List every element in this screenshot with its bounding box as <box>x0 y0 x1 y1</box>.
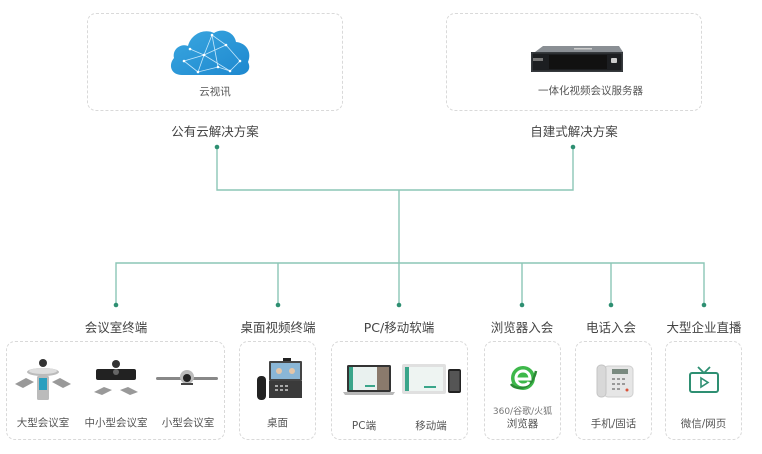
label-phone: 手机/固话 <box>590 418 637 430</box>
node-dot <box>608 302 614 308</box>
connector-bottom <box>115 262 705 305</box>
browser-join-box <box>484 341 561 440</box>
node-dot <box>396 302 402 308</box>
node-dot <box>570 144 576 150</box>
node-dot <box>701 302 707 308</box>
node-dot <box>113 302 119 308</box>
private-server-box <box>446 13 702 111</box>
laptop-icon <box>343 365 395 395</box>
category-title-phone: 电话入会 <box>585 320 636 335</box>
category-title-desktop: 桌面视频终端 <box>240 320 316 335</box>
tablet-phone-icon <box>402 364 461 394</box>
node-dot <box>519 302 525 308</box>
tv-live-icon <box>689 366 719 393</box>
label-large-room: 大型会议室 <box>16 417 70 429</box>
desktop-terminal-box <box>239 341 316 440</box>
label-small-room: 小型会议室 <box>161 417 215 429</box>
label-live: 微信/网页 <box>680 418 727 430</box>
public-cloud-caption: 云视讯 <box>199 86 231 98</box>
private-server-title: 自建式解决方案 <box>530 124 618 139</box>
telephone-icon <box>596 364 634 398</box>
public-cloud-box <box>87 13 343 111</box>
phone-join-box <box>575 341 652 440</box>
label-mid-room: 中小型会议室 <box>84 417 148 429</box>
large-room-system-icon <box>15 359 71 400</box>
node-dot <box>275 302 281 308</box>
desktop-video-phone-icon <box>257 358 302 400</box>
private-server-caption: 一体化视频会议服务器 <box>538 85 643 97</box>
connector-top <box>216 147 574 191</box>
category-title-browser: 浏览器入会 <box>490 320 554 335</box>
label-browser-sub: 360/谷歌/火狐 <box>492 407 553 417</box>
server-icon <box>531 46 623 72</box>
live-stream-box <box>665 341 742 440</box>
room-terminal-box <box>6 341 225 440</box>
category-title-live: 大型企业直播 <box>666 320 742 335</box>
public-cloud-title: 公有云解决方案 <box>171 124 259 139</box>
soft-client-box <box>331 341 468 440</box>
label-browser: 浏览器 <box>506 418 539 430</box>
cloud-icon <box>170 30 250 75</box>
mid-room-system-icon <box>94 360 138 395</box>
category-title-room: 会议室终端 <box>84 320 148 335</box>
label-mobile: 移动端 <box>415 420 447 432</box>
label-desktop: 桌面 <box>267 417 288 429</box>
small-room-camera-icon <box>156 370 218 385</box>
browser-icon <box>509 366 538 390</box>
node-dot <box>214 144 220 150</box>
connector-branch <box>277 263 612 305</box>
category-title-soft: PC/移动软端 <box>363 320 435 335</box>
label-pc: PC端 <box>351 420 377 432</box>
